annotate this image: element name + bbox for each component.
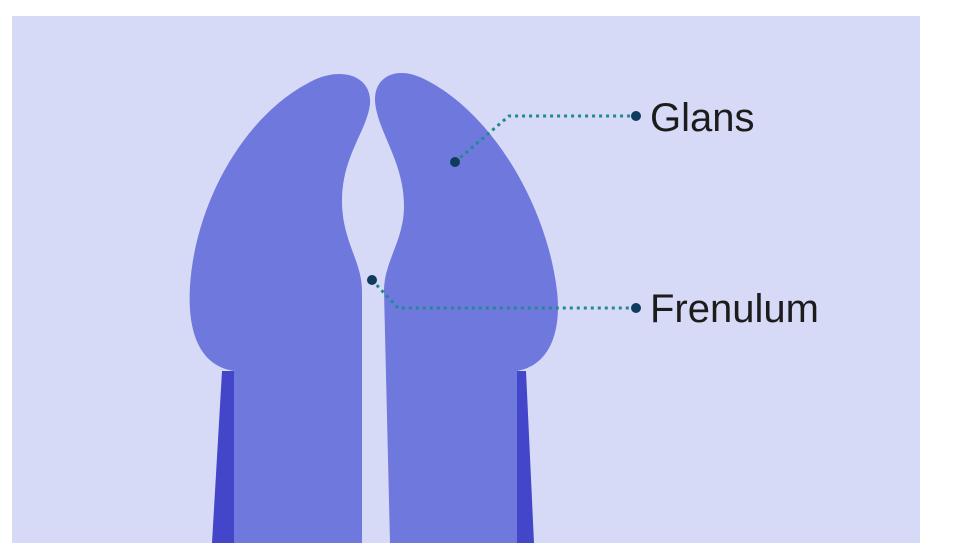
- glans-marker-dot: [450, 157, 460, 167]
- left-shaft-edge: [212, 371, 238, 543]
- glans-label-dot: [631, 111, 641, 121]
- diagram-panel: Glans Frenulum: [12, 16, 920, 543]
- frenulum-label: Frenulum: [650, 287, 819, 331]
- left-lobe: [189, 74, 371, 543]
- glans-label: Glans: [650, 96, 755, 140]
- anatomy-illustration: [189, 72, 641, 543]
- frenulum-label-dot: [631, 303, 641, 313]
- glans-leader-line: [454, 114, 636, 164]
- frenulum-marker-dot: [367, 275, 377, 285]
- frenulum-leader-line: [370, 278, 636, 310]
